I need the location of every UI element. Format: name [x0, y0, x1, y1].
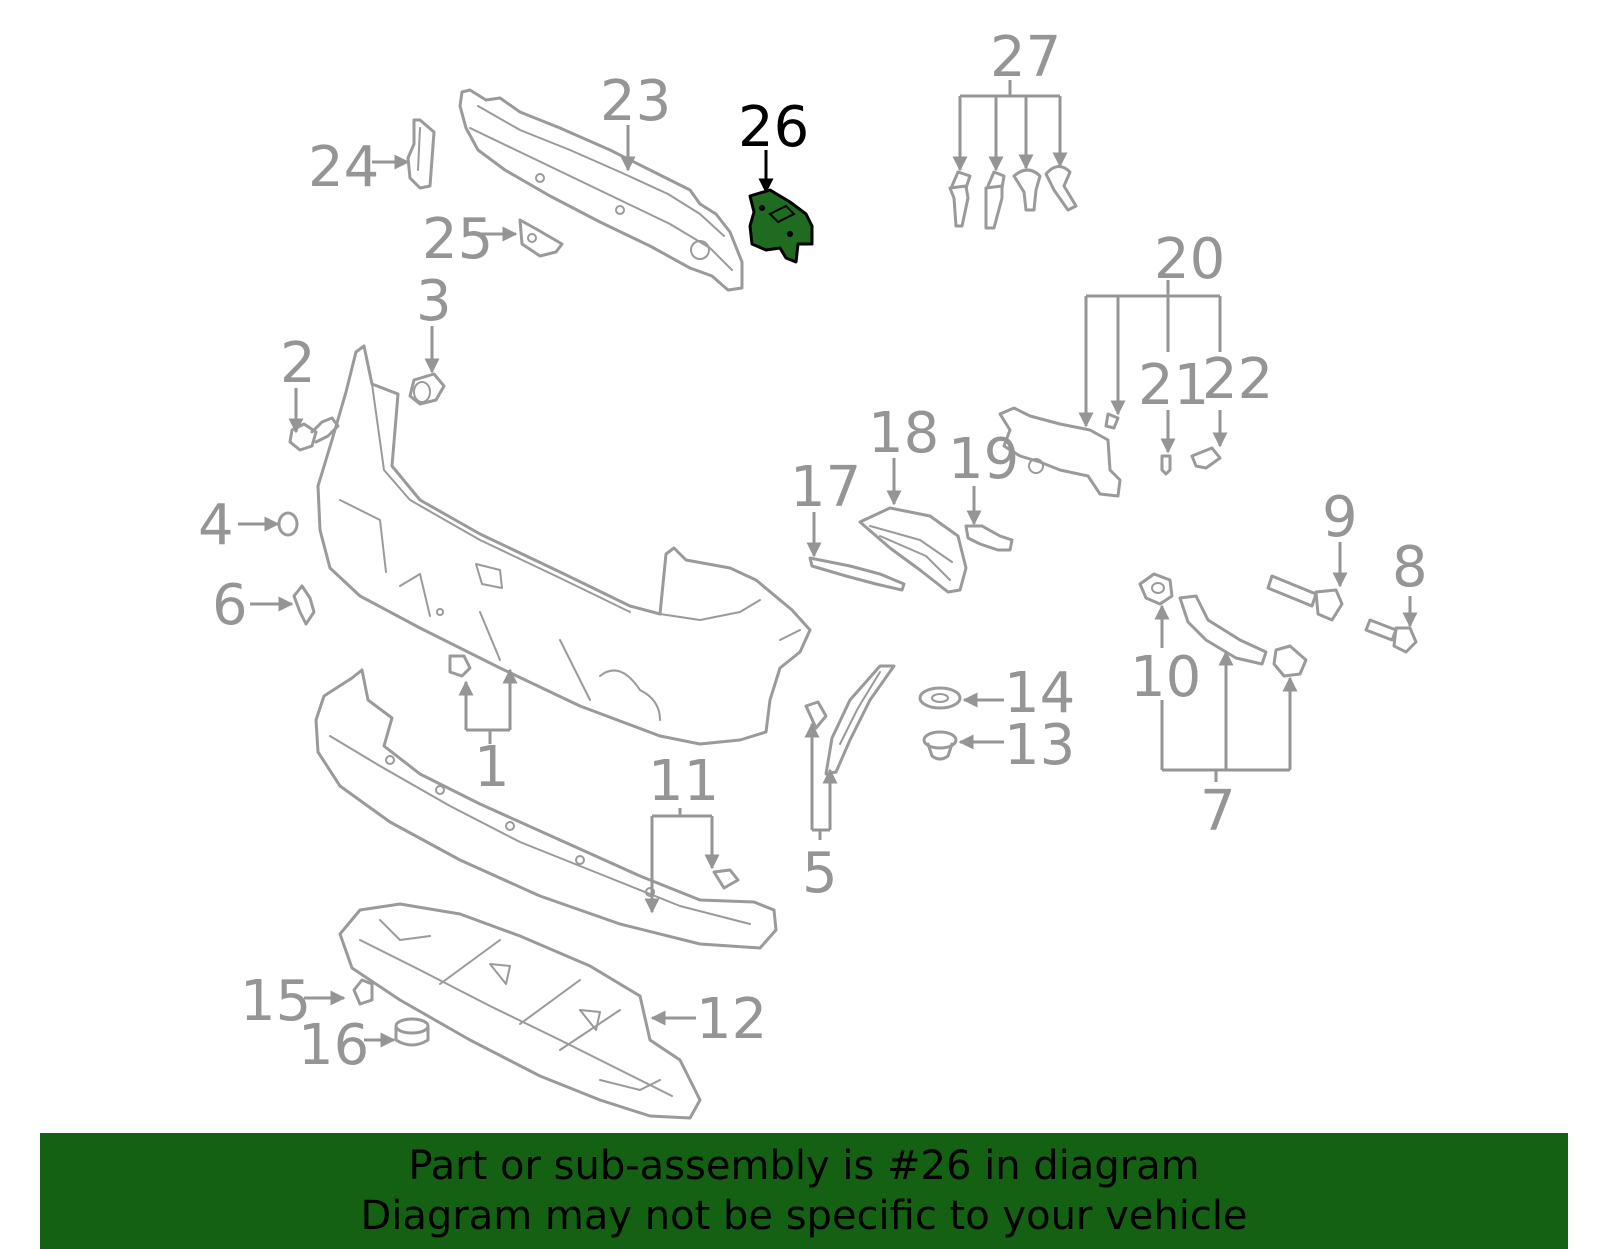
- part-1-clip: [448, 654, 472, 678]
- callout-20: 20: [1154, 227, 1225, 292]
- part-10-clip: [1138, 572, 1174, 606]
- leader-lines: [238, 80, 1418, 1048]
- info-banner: Part or sub-assembly is #26 in diagram D…: [40, 1133, 1568, 1249]
- part-8-bolt: [1364, 618, 1418, 654]
- callout-14: 14: [1004, 661, 1075, 726]
- callout-4: 4: [198, 493, 234, 558]
- part-1-bumper-cover: [316, 344, 812, 746]
- callout-21: 21: [1138, 353, 1209, 418]
- callout-26-highlighted: 26: [738, 95, 809, 160]
- callout-25: 25: [422, 207, 493, 272]
- part-3-grommet: [408, 372, 446, 406]
- callout-7: 7: [1200, 779, 1236, 844]
- callout-1: 1: [474, 735, 510, 800]
- callout-16: 16: [298, 1013, 369, 1078]
- part-6-clip: [292, 584, 316, 626]
- banner-line-disclaimer: Diagram may not be specific to your vehi…: [360, 1193, 1248, 1239]
- part-25-bracket: [518, 218, 564, 258]
- callout-24: 24: [308, 135, 379, 200]
- callout-22: 22: [1202, 347, 1273, 412]
- part-23-reinforcement-beam: [458, 88, 744, 292]
- callout-23: 23: [600, 69, 671, 134]
- part-21-clip: [1160, 454, 1172, 476]
- part-9-bolt: [1266, 574, 1344, 622]
- callout-8: 8: [1392, 535, 1428, 600]
- banner-line-part-number: Part or sub-assembly is #26 in diagram: [408, 1143, 1200, 1189]
- part-2-clip: [288, 416, 340, 452]
- callout-3: 3: [416, 269, 452, 334]
- part-19-bracket: [964, 524, 1014, 552]
- part-13-grommet: [922, 730, 958, 761]
- callout-11: 11: [648, 749, 719, 814]
- callout-12: 12: [696, 987, 767, 1052]
- part-14-grommet: [918, 686, 962, 710]
- part-26-highlighted-bracket[interactable]: [748, 188, 814, 264]
- part-20-side-bracket: [998, 406, 1122, 498]
- callout-labels: 1 2 3 4 5 6 7 8 9 10 11 12 13 14 15 16 1…: [198, 25, 1428, 1078]
- callout-19: 19: [948, 427, 1019, 492]
- callout-18: 18: [868, 401, 939, 466]
- callout-6: 6: [212, 573, 248, 638]
- callout-5: 5: [802, 841, 838, 906]
- callout-2: 2: [280, 331, 316, 396]
- part-7-guide-bracket: [1178, 594, 1308, 678]
- part-11-clip: [712, 868, 740, 890]
- part-24-bracket: [406, 118, 436, 190]
- part-22-clip: [1190, 446, 1222, 470]
- lower-valance: [314, 668, 778, 950]
- callout-10: 10: [1130, 645, 1201, 710]
- part-18-reflector-bezel: [858, 506, 968, 594]
- callout-15: 15: [240, 969, 311, 1034]
- callout-17: 17: [790, 455, 861, 520]
- part-16-grommet: [394, 1017, 430, 1047]
- part-17-trim-strip: [808, 556, 906, 592]
- callout-13: 13: [1004, 713, 1075, 778]
- part-27-bolts: [948, 165, 1078, 230]
- part-4-plug: [277, 511, 299, 537]
- callout-27: 27: [990, 25, 1061, 90]
- part-15-clip: [352, 978, 374, 1006]
- part-12-undercover: [338, 902, 702, 1120]
- part-5-reflector-strip: [804, 664, 896, 776]
- callout-9: 9: [1322, 485, 1358, 550]
